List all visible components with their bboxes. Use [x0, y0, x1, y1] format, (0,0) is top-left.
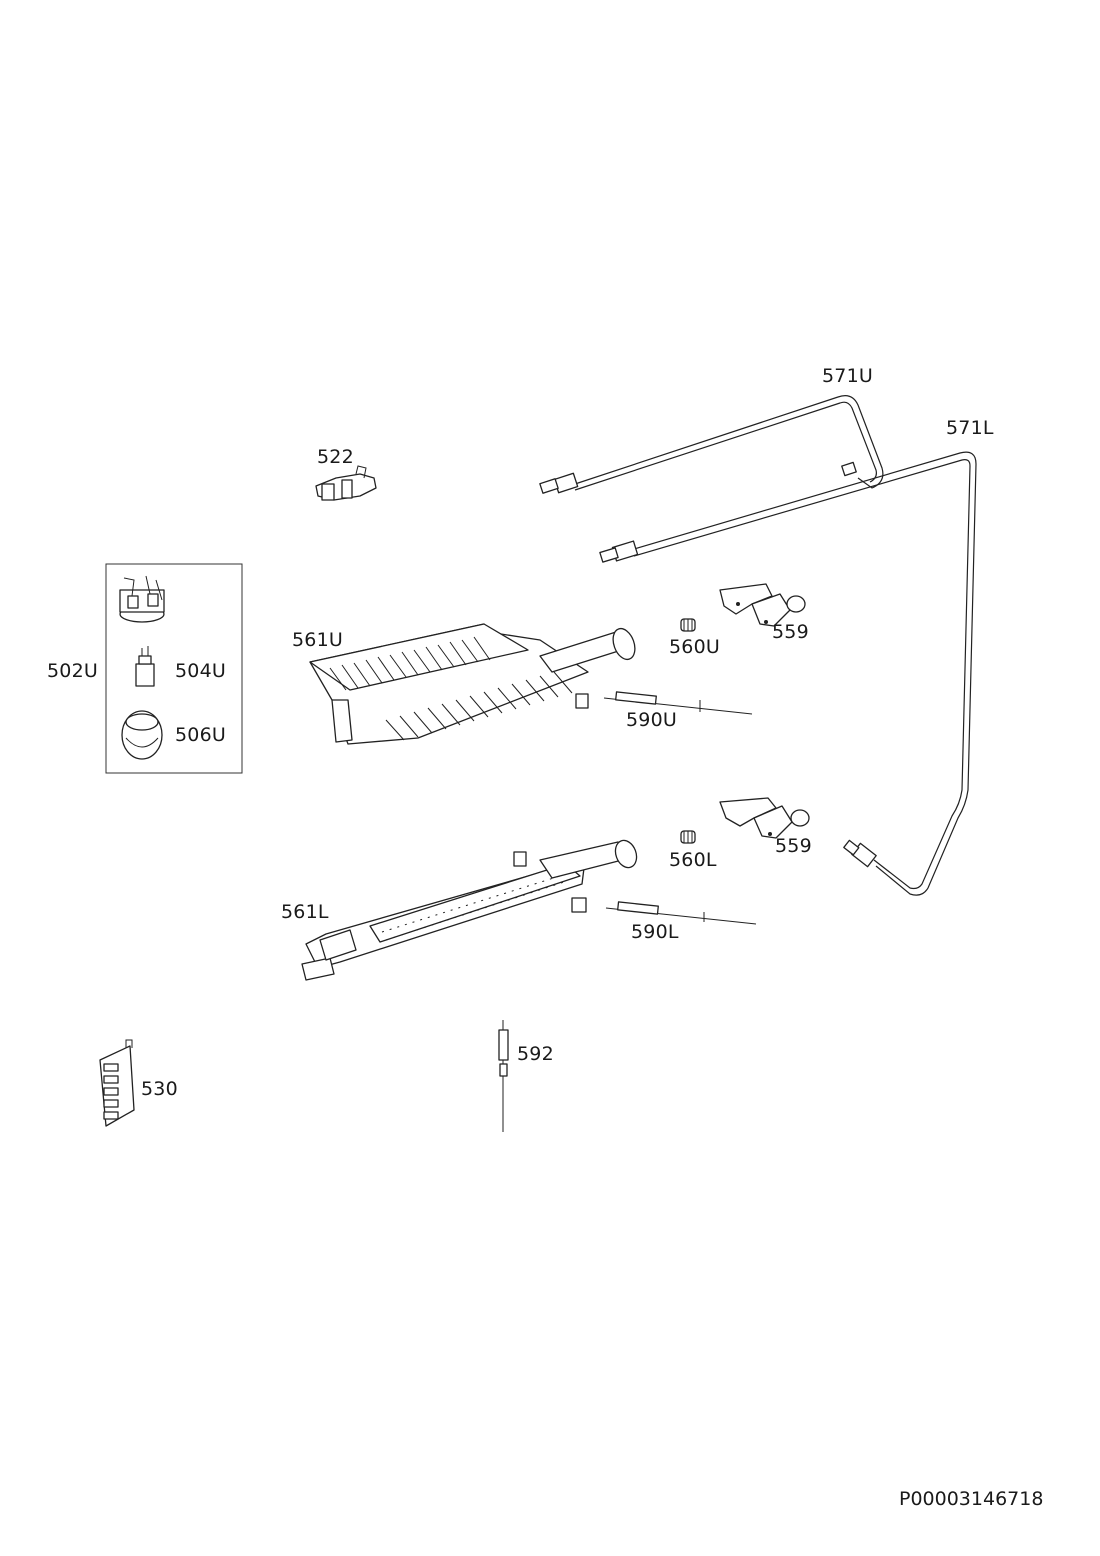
label-522: 522 — [317, 446, 354, 468]
part-590U-thermocouple — [603, 691, 753, 715]
label-559-lower: 559 — [775, 835, 812, 857]
document-id: P00003146718 — [899, 1488, 1044, 1510]
label-530: 530 — [141, 1078, 178, 1100]
label-559-upper: 559 — [772, 621, 809, 643]
label-560U: 560U — [669, 636, 720, 658]
part-559-lower-bracket — [719, 797, 810, 839]
part-560L-nozzle — [680, 830, 696, 844]
label-504U: 504U — [175, 660, 226, 682]
label-561U: 561U — [292, 629, 343, 651]
label-590L: 590L — [631, 921, 679, 943]
label-506U: 506U — [175, 724, 226, 746]
label-560L: 560L — [669, 849, 717, 871]
part-571U-gas-pipe — [539, 395, 884, 494]
part-561U-upper-burner — [309, 623, 636, 745]
kit-502U-box — [105, 563, 243, 774]
part-560U-nozzle — [680, 618, 696, 632]
part-571L-gas-pipe — [599, 451, 977, 896]
part-592-electrode — [498, 1020, 509, 1132]
label-561L: 561L — [281, 901, 329, 923]
part-590L-thermocouple — [605, 901, 757, 925]
part-530-terminal-block — [99, 1039, 135, 1127]
part-561L-lower-burner — [301, 839, 638, 981]
label-592: 592 — [517, 1043, 554, 1065]
part-522-clip — [315, 465, 377, 501]
label-571U: 571U — [822, 365, 873, 387]
part-559-upper-bracket — [719, 583, 806, 627]
label-590U: 590U — [626, 709, 677, 731]
label-502U: 502U — [47, 660, 98, 682]
label-571L: 571L — [946, 417, 994, 439]
